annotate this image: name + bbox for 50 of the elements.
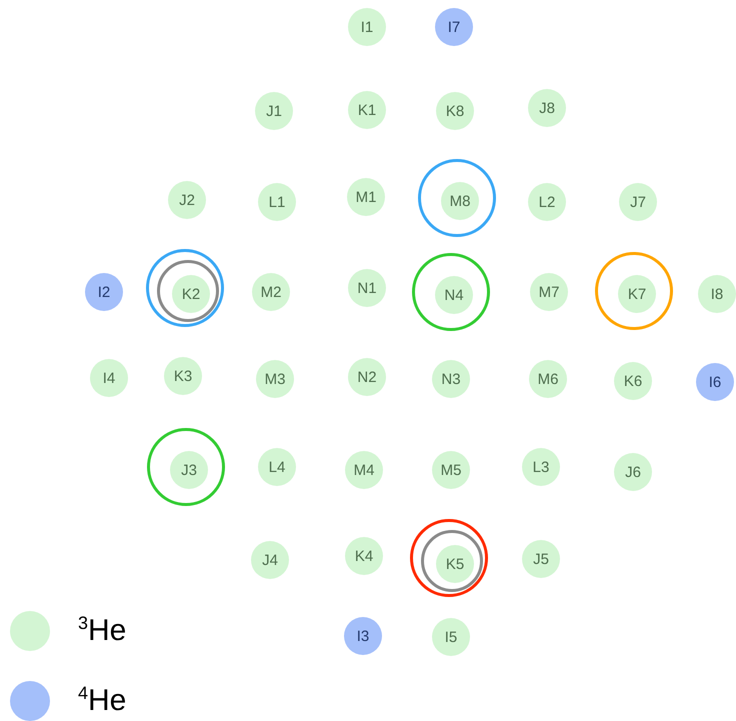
detector-tube-circle: N3: [432, 360, 470, 398]
detector-tube-circle: K2: [172, 275, 210, 313]
detector-tube-circle: M7: [530, 273, 568, 311]
detector-tube-circle: K3: [164, 357, 202, 395]
legend-label: $^{4}$He: [78, 684, 126, 716]
detector-tube-circle: J1: [255, 92, 293, 130]
detector-tube-circle: I7: [435, 8, 473, 46]
detector-tube-circle: M6: [529, 360, 567, 398]
detector-tube-circle: M8: [441, 182, 479, 220]
highlight-ring: [595, 252, 673, 330]
detector-tube-circle: J4: [251, 541, 289, 579]
detector-tube-circle: K8: [436, 92, 474, 130]
detector-tube-circle: I6: [696, 363, 734, 401]
detector-tube-circle: L4: [258, 448, 296, 486]
detector-tube-circle: J5: [522, 540, 560, 578]
detector-tube-circle: I2: [85, 273, 123, 311]
detector-tube-circle: N4: [435, 276, 473, 314]
highlight-ring: [421, 530, 483, 592]
detector-tube-circle: I1: [348, 8, 386, 46]
highlight-ring: [418, 159, 496, 237]
detector-tube-circle: K7: [618, 275, 656, 313]
detector-tube-circle: L1: [258, 183, 296, 221]
detector-tube-circle: M1: [347, 178, 385, 216]
highlight-ring: [147, 428, 225, 506]
detector-tube-circle: N2: [348, 358, 386, 396]
detector-tube-circle: J7: [619, 183, 657, 221]
detector-tube-circle: K6: [614, 362, 652, 400]
detector-tube-circle: M3: [256, 360, 294, 398]
detector-tube-circle: K5: [436, 545, 474, 583]
highlight-ring: [412, 253, 490, 331]
detector-tube-circle: J8: [528, 89, 566, 127]
detector-tube-circle: N1: [348, 269, 386, 307]
detector-tube-circle: I5: [432, 618, 470, 656]
detector-tube-circle: I4: [90, 359, 128, 397]
detector-tube-circle: J3: [170, 451, 208, 489]
detector-tube-circle: K1: [348, 91, 386, 129]
detector-tube-circle: M5: [432, 451, 470, 489]
detector-tube-circle: M2: [252, 273, 290, 311]
detector-tube-circle: I8: [698, 275, 736, 313]
detector-tube-circle: K4: [345, 537, 383, 575]
highlight-ring: [157, 260, 219, 322]
highlight-ring: [146, 249, 224, 327]
legend-label: $^{3}$He: [78, 614, 126, 646]
detector-tube-circle: M4: [345, 451, 383, 489]
detector-tube-circle: I3: [344, 617, 382, 655]
detector-tube-circle: J2: [168, 181, 206, 219]
detector-tube-circle: L3: [522, 448, 560, 486]
detector-tube-circle: J6: [614, 453, 652, 491]
highlight-ring: [410, 519, 488, 597]
detector-tube-circle: L2: [528, 183, 566, 221]
